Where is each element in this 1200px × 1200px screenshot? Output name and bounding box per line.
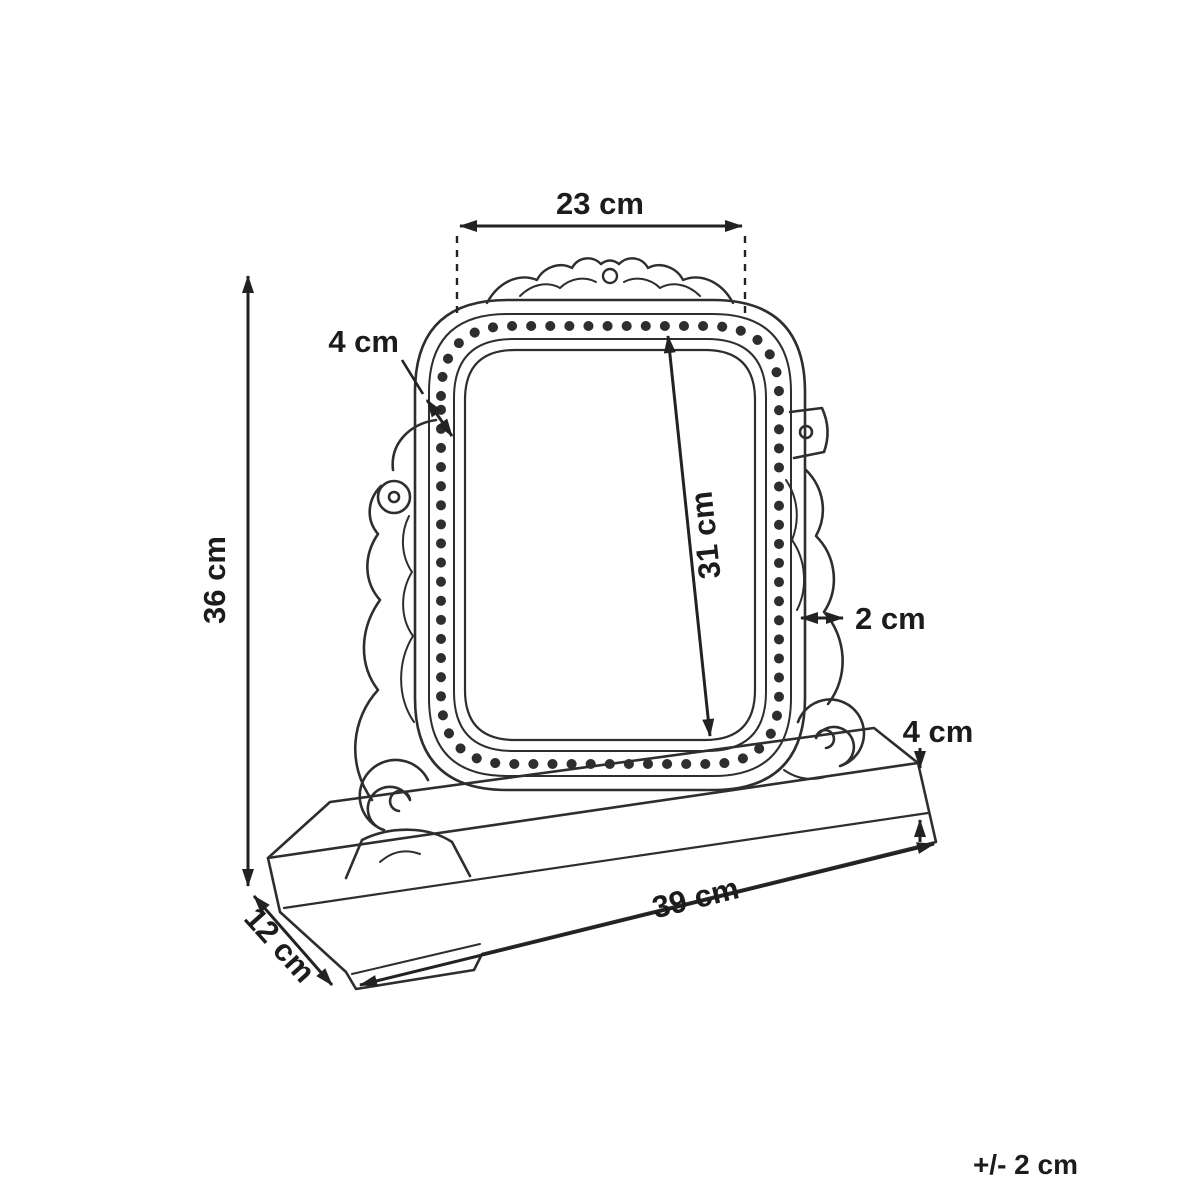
mirror-frame xyxy=(413,298,807,792)
base-top-face xyxy=(266,726,920,860)
right-support xyxy=(783,406,866,780)
dim-mirror-height-arrow xyxy=(663,335,715,737)
mirror-bevel-edge xyxy=(453,338,767,752)
tolerance-label: +/- 2 cm xyxy=(973,1149,1078,1180)
right-hinge-block xyxy=(788,406,829,460)
dim-frame-top-label: 4 cm xyxy=(328,324,399,359)
right-volute-scroll xyxy=(796,698,866,768)
dim-base-depth-arrow xyxy=(252,895,334,986)
left-foot xyxy=(344,828,472,880)
crest-center-rosette xyxy=(601,267,619,285)
left-swivel-knob-center xyxy=(387,490,401,504)
dim-frame-top-leader xyxy=(400,359,425,395)
dim-total-height-label: 36 cm xyxy=(197,536,232,624)
dim-base-height-label: 4 cm xyxy=(903,714,974,749)
dim-base-width-label: 39 cm xyxy=(649,870,743,925)
bead-ring xyxy=(436,321,784,769)
dim-base-width-arrow xyxy=(359,842,935,987)
dimension-labels: 23 cm 4 cm 36 cm 31 cm 2 cm 4 cm 39 cm 1… xyxy=(197,186,1078,1180)
left-volute-scroll xyxy=(358,758,430,832)
dim-frame-side-label: 2 cm xyxy=(855,601,926,636)
dim-mirror-height-label: 31 cm xyxy=(684,490,728,581)
mirror-drawing xyxy=(266,257,938,991)
left-swivel-knob xyxy=(376,479,412,515)
mirror-glass-edge xyxy=(463,348,757,742)
base-plinth xyxy=(266,726,938,991)
frame-inner-edge xyxy=(428,313,792,777)
left-support xyxy=(344,418,472,880)
frame-outer-edge xyxy=(413,298,807,792)
dim-base-depth-label: 12 cm xyxy=(237,901,322,990)
dimension-lines xyxy=(242,220,935,987)
dim-frame-top-arrow xyxy=(425,399,454,437)
dim-top-width-label: 23 cm xyxy=(556,186,644,221)
crest-ornament xyxy=(485,257,735,305)
